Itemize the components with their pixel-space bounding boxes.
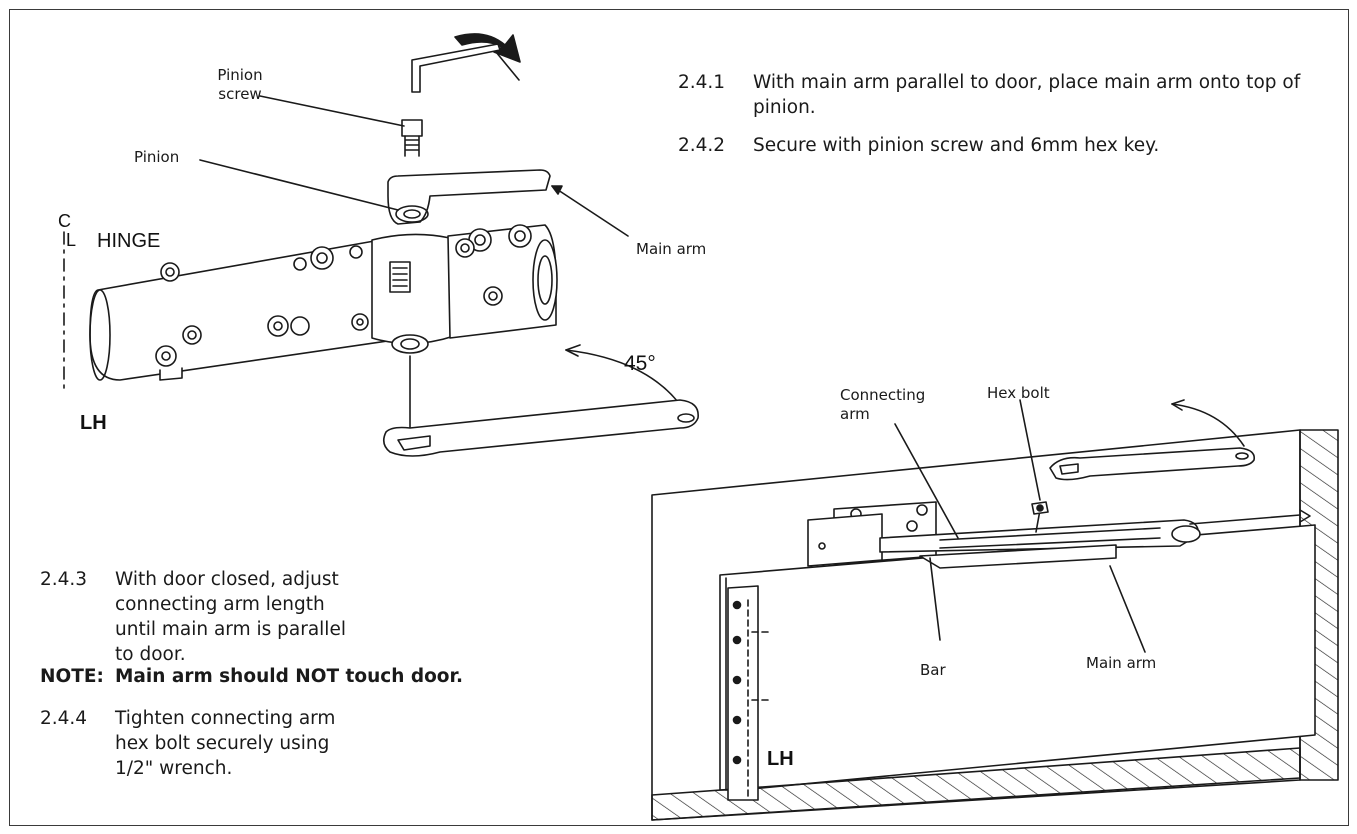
note: NOTE: Main arm should NOT touch door.	[40, 664, 463, 690]
label-line: screw	[218, 85, 262, 103]
step-number: 2.4.3	[40, 569, 88, 590]
centerline-c: C	[58, 211, 71, 231]
main-arm-label-top: Main arm	[636, 240, 707, 258]
step-2-4-3: 2.4.3 With door closed, adjust connectin…	[40, 567, 370, 665]
note-label: NOTE:	[40, 666, 104, 687]
page-frame	[9, 9, 1349, 826]
step-2-4-1: 2.4.1 With main arm parallel to door, pl…	[678, 70, 1338, 122]
step-number: 2.4.1	[678, 72, 726, 93]
door-assembly-diagram	[651, 399, 1339, 821]
pinion-screw-label: Pinion screw	[209, 66, 271, 104]
note-text: Main arm should NOT touch door.	[115, 666, 464, 687]
hinge-label: HINGE	[97, 230, 161, 252]
bar-label: Bar	[920, 661, 946, 679]
hex-bolt-label: Hex bolt	[987, 384, 1050, 402]
step-number: 2.4.2	[678, 135, 726, 156]
step-text: Secure with pinion screw and 6mm hex key…	[753, 135, 1160, 156]
step-text: Tighten connecting arm hex bolt securely…	[115, 708, 336, 779]
main-arm-label-bottom: Main arm	[1086, 654, 1157, 672]
hand-label-bottom: LH	[767, 748, 794, 770]
pinion-label: Pinion	[134, 148, 180, 166]
label-line: Connecting	[840, 386, 926, 404]
step-number: 2.4.4	[40, 708, 88, 729]
step-2-4-2: 2.4.2 Secure with pinion screw and 6mm h…	[678, 133, 1338, 159]
step-2-4-4: 2.4.4 Tighten connecting arm hex bolt se…	[40, 706, 370, 779]
label-line: arm	[840, 405, 870, 423]
connecting-arm-label: Connecting arm	[840, 386, 925, 424]
label-line: Pinion	[217, 66, 263, 84]
step-text: With door closed, adjust connecting arm …	[115, 569, 346, 665]
hand-label-top: LH	[80, 412, 107, 434]
angle-label: 45°	[624, 352, 656, 375]
door-closer-diagram	[63, 33, 699, 457]
step-text: With main arm parallel to door, place ma…	[753, 72, 1301, 118]
centerline-l: L	[66, 230, 77, 250]
